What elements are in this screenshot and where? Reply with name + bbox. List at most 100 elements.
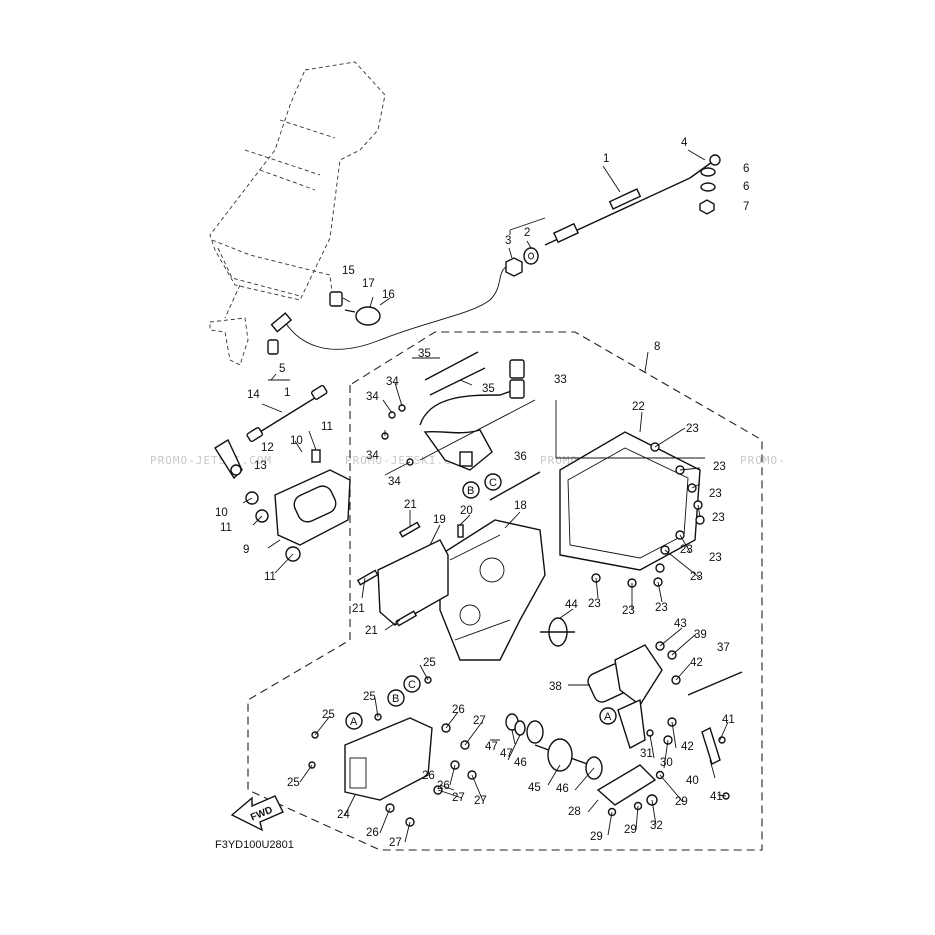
- studs-21: [356, 521, 421, 627]
- callout-c13: 13: [254, 460, 267, 472]
- callout-c25c: 25: [322, 709, 335, 721]
- fwd-arrow-icon: FWD: [230, 795, 284, 832]
- lever-12: [214, 438, 243, 480]
- callout-c23d: 23: [712, 512, 725, 524]
- washer-6a: [700, 167, 716, 177]
- callout-c46b: 46: [556, 783, 569, 795]
- band-16: [355, 306, 381, 326]
- callout-c3: 3: [505, 235, 511, 247]
- nut-7: [699, 199, 715, 215]
- callout-c15: 15: [342, 265, 355, 277]
- gear-45: [534, 738, 591, 772]
- callout-c23f: 23: [680, 544, 693, 556]
- svg-text:A: A: [604, 711, 612, 723]
- bolts-39-42-43: [655, 641, 681, 727]
- callout-c25d: 25: [287, 777, 300, 789]
- callout-c23g: 23: [690, 571, 703, 583]
- cable-tie-37: [687, 671, 743, 696]
- callout-c21c: 21: [365, 625, 378, 637]
- callout-c23b: 23: [713, 461, 726, 473]
- callout-c38: 38: [549, 681, 562, 693]
- throttle-cable: [270, 154, 721, 350]
- callout-c36: 36: [514, 451, 527, 463]
- callout-c8: 8: [654, 341, 660, 353]
- callout-c34b: 34: [366, 391, 379, 403]
- callout-c12: 12: [261, 442, 274, 454]
- ref-A-2: A: [599, 707, 617, 725]
- callout-c29a: 29: [675, 796, 688, 808]
- callout-c33: 33: [554, 374, 567, 386]
- steering-column-outline: [209, 61, 386, 366]
- washer-6b: [700, 182, 716, 192]
- callout-c14: 14: [247, 389, 260, 401]
- svg-text:B: B: [467, 485, 474, 497]
- callout-c44: 44: [565, 599, 578, 611]
- nut-3: [505, 257, 523, 277]
- callout-c27c: 27: [474, 795, 487, 807]
- gear-44: [540, 617, 575, 647]
- callout-c29b: 29: [590, 831, 603, 843]
- callout-c24: 24: [337, 809, 350, 821]
- callout-c6a: 6: [743, 163, 749, 175]
- leader-lines: [242, 149, 729, 843]
- callouts: 1234516678910101111111213141516171819202…: [215, 137, 749, 849]
- callout-c32: 32: [650, 820, 663, 832]
- callout-c27b: 27: [452, 792, 465, 804]
- callout-c11a: 11: [321, 421, 333, 433]
- callout-c34a: 34: [386, 376, 399, 388]
- housing-18: [439, 519, 546, 661]
- gasket-19: [377, 539, 449, 626]
- callout-c40: 40: [686, 775, 699, 787]
- callout-c2: 2: [524, 227, 530, 239]
- callout-c41b: 41: [710, 791, 723, 803]
- callout-c46a: 46: [514, 757, 527, 769]
- callout-c47a: 47: [485, 741, 498, 753]
- callout-c30: 30: [660, 757, 673, 769]
- callout-c37: 37: [717, 642, 730, 654]
- callout-c23i: 23: [622, 605, 635, 617]
- callout-c45: 45: [528, 782, 541, 794]
- callout-c27a: 27: [473, 715, 486, 727]
- callout-c5b: 1: [284, 387, 290, 399]
- callout-c34c: 34: [366, 450, 379, 462]
- callout-c6b: 6: [743, 181, 749, 193]
- callout-c26b: 26: [422, 770, 435, 782]
- callout-c7: 7: [743, 201, 749, 213]
- cable-14: [246, 384, 328, 443]
- svg-text:C: C: [489, 477, 497, 489]
- screw-17: [344, 309, 356, 313]
- callout-c35b: 35: [482, 383, 495, 395]
- callout-c43: 43: [674, 618, 687, 630]
- ref-C-1: C: [403, 675, 421, 693]
- callout-c27d: 27: [389, 837, 402, 849]
- callout-c19: 19: [433, 514, 446, 526]
- callout-c10b: 10: [215, 507, 228, 519]
- lever-40: [701, 727, 730, 800]
- callout-c23h: 23: [588, 598, 601, 610]
- ref-C-2: C: [484, 473, 502, 491]
- bracket-28: [596, 764, 658, 806]
- svg-text:C: C: [408, 679, 416, 691]
- callout-c17: 17: [362, 278, 375, 290]
- harness-33: [419, 359, 525, 471]
- cover-22: [559, 431, 701, 571]
- watermark: PROMO-: [740, 454, 786, 467]
- callout-c20: 20: [460, 505, 473, 517]
- washer-46a: [526, 720, 544, 744]
- callout-c4: 4: [681, 137, 688, 149]
- cable-tie-35b: [429, 367, 486, 396]
- callout-c11c: 11: [264, 571, 276, 583]
- cable-tie-36: [489, 471, 541, 501]
- callout-c1: 1: [603, 153, 609, 165]
- washer-47b: [514, 720, 526, 736]
- bolts-23: [591, 442, 705, 588]
- cover-24: [344, 717, 433, 801]
- ref-B-2: B: [462, 481, 480, 499]
- callout-c16: 16: [382, 289, 395, 301]
- bracket-31: [617, 698, 646, 750]
- connector-5: [267, 339, 279, 355]
- clip-15: [329, 291, 343, 307]
- dowel-20: [457, 524, 464, 538]
- callout-c11b: 11: [220, 522, 232, 534]
